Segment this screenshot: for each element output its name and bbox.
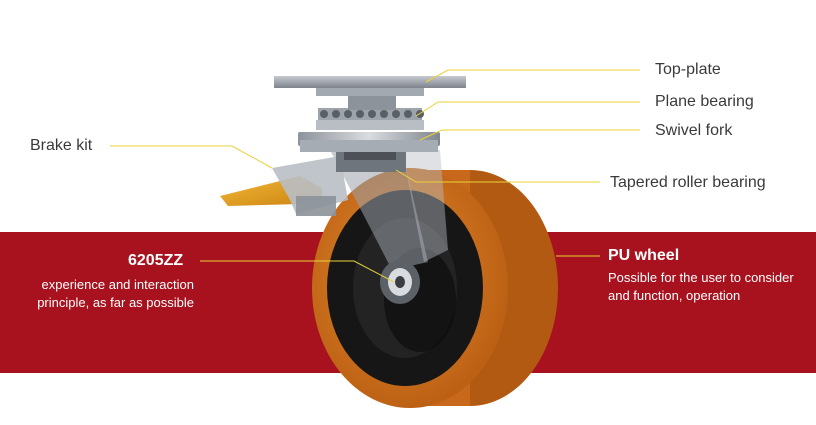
leader-6205zz — [200, 260, 395, 283]
plane-bearing-balls — [320, 110, 424, 118]
callout-pu-wheel-description: Possible for the user to consider and fu… — [608, 270, 794, 303]
leader-tapered-roller — [395, 169, 600, 183]
label-tapered-roller-bearing: Tapered roller bearing — [610, 174, 766, 191]
axle-center — [395, 276, 405, 288]
callout-pu-wheel-title: PU wheel — [608, 247, 680, 264]
leader-swivel-fork — [419, 129, 640, 141]
callout-6205zz-title: 6205ZZ — [128, 252, 184, 269]
swivel-fork-leg — [330, 150, 428, 270]
label-swivel-fork: Swivel fork — [655, 122, 733, 139]
top-plate-lower — [316, 88, 424, 96]
brake-bracket — [296, 196, 336, 216]
leader-brake-kit — [110, 145, 273, 169]
leader-top-plate — [425, 69, 640, 83]
tapered-roller-bearing-top — [344, 152, 396, 160]
leader-plane-bearing — [415, 101, 640, 117]
plane-bearing-lower — [316, 120, 424, 130]
top-plate-part — [274, 76, 466, 88]
leader-lines — [110, 69, 640, 283]
callout-6205zz-description: experience and interaction principle, as… — [37, 277, 194, 310]
swivel-fork-leg-front — [402, 150, 448, 262]
label-brake-kit: Brake kit — [30, 137, 93, 154]
swivel-fork-top — [300, 140, 438, 152]
label-plane-bearing: Plane bearing — [655, 93, 754, 110]
label-top-plate: Top-plate — [655, 61, 721, 78]
